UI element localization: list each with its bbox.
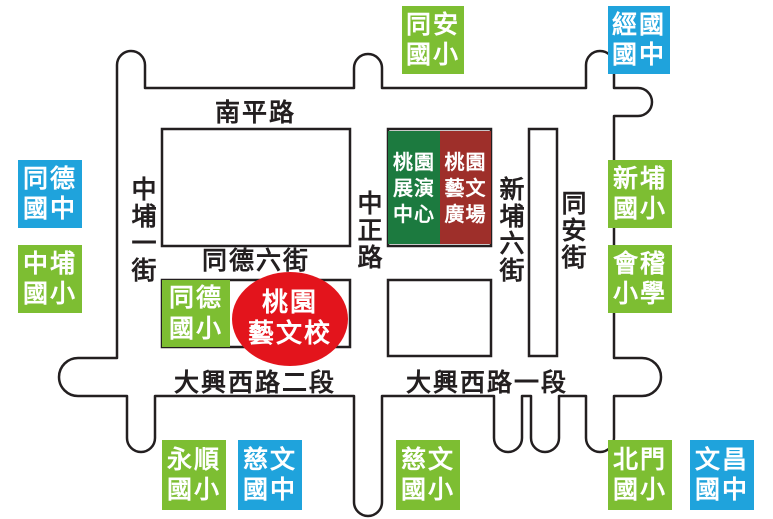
road-label-xinbu6: 新埔六街 [496, 176, 525, 284]
school-huiji-elementary: 會稽 小學 [608, 245, 672, 313]
school-tongde-jh-line2: 國中 [22, 194, 77, 223]
road-label-zhongzheng: 中正路 [354, 190, 383, 271]
school-beimen-elementary: 北門 國小 [608, 440, 672, 510]
road-label-tongan: 同安街 [558, 190, 587, 271]
school-ciwen-elem-line1: 慈文 [400, 444, 455, 474]
school-ciwen-jh-line1: 慈文 [242, 444, 297, 474]
school-tongde-elem-line1: 同德 [168, 283, 223, 312]
school-tongan-line2: 國小 [405, 40, 460, 69]
school-beimen-line1: 北門 [612, 444, 667, 474]
road-label-tongde6: 同德六街 [202, 246, 311, 275]
school-wenchang-line2: 國中 [694, 475, 749, 504]
school-huiji-line1: 會稽 [612, 248, 667, 278]
school-zhongbu-line1: 中埔 [22, 248, 77, 278]
school-jingguo-junior-high: 經國 國中 [608, 6, 670, 74]
venue-plaza-line1: 桃園 [444, 149, 487, 174]
school-zhongbu-line2: 國小 [22, 279, 77, 308]
venue-arts-plaza: 桃園 藝文 廣場 [440, 131, 491, 244]
venue-exhibition-center: 桃園 展演 中心 [388, 131, 440, 244]
venue-exhibition-line1: 桃園 [393, 149, 435, 174]
school-huiji-line2: 小學 [612, 279, 667, 308]
highlight-line2: 藝文校 [247, 319, 332, 349]
block-nw [160, 127, 352, 248]
school-zhongbu-elementary: 中埔 國小 [18, 245, 82, 313]
school-xinbu-elementary: 新埔 國小 [608, 160, 672, 228]
block-ne-strip [527, 127, 559, 358]
road-label-daxing2: 大興西路二段 [174, 368, 337, 397]
venue-plaza-line2: 藝文 [444, 175, 487, 200]
school-yongshun-line2: 國小 [166, 475, 221, 504]
school-wenchang-line1: 文昌 [694, 444, 749, 474]
venue-plaza-line3: 廣場 [444, 201, 487, 226]
school-tongan-line1: 同安 [405, 9, 460, 39]
school-yongshun-line1: 永順 [166, 444, 221, 474]
venue-exhibition-line3: 中心 [393, 201, 435, 226]
school-jingguo-line1: 經國 [611, 9, 666, 39]
school-ciwen-elem-line2: 國小 [400, 475, 455, 504]
school-ciwen-jh-line2: 國中 [242, 475, 297, 504]
school-yongshun-elementary: 永順 國小 [162, 440, 226, 510]
school-ciwen-elementary: 慈文 國小 [396, 440, 460, 510]
venue-exhibition-line2: 展演 [393, 175, 435, 200]
highlight-taoyuan-arts-school: 桃園 藝文校 [232, 272, 348, 366]
road-label-zhongbu1: 中埔一街 [128, 176, 157, 284]
school-jingguo-line2: 國中 [611, 40, 666, 69]
school-xinbu-line1: 新埔 [612, 163, 667, 193]
school-beimen-line2: 國小 [612, 475, 667, 504]
school-tongan-elementary: 同安 國小 [402, 6, 464, 74]
highlight-line1: 桃園 [261, 287, 318, 318]
school-ciwen-junior-high: 慈文 國中 [238, 440, 302, 510]
road-label-nanping: 南平路 [215, 98, 297, 127]
school-xinbu-line2: 國小 [612, 194, 667, 223]
school-tongde-elementary: 同德 國小 [162, 280, 230, 347]
school-tongde-junior-high: 同德 國中 [18, 160, 82, 228]
block-se [386, 278, 493, 358]
school-tongde-jh-line1: 同德 [22, 163, 77, 193]
road-label-daxing1: 大興西路一段 [406, 368, 569, 397]
school-tongde-elem-line2: 國小 [168, 313, 223, 343]
school-wenchang-junior-high: 文昌 國中 [690, 440, 754, 510]
